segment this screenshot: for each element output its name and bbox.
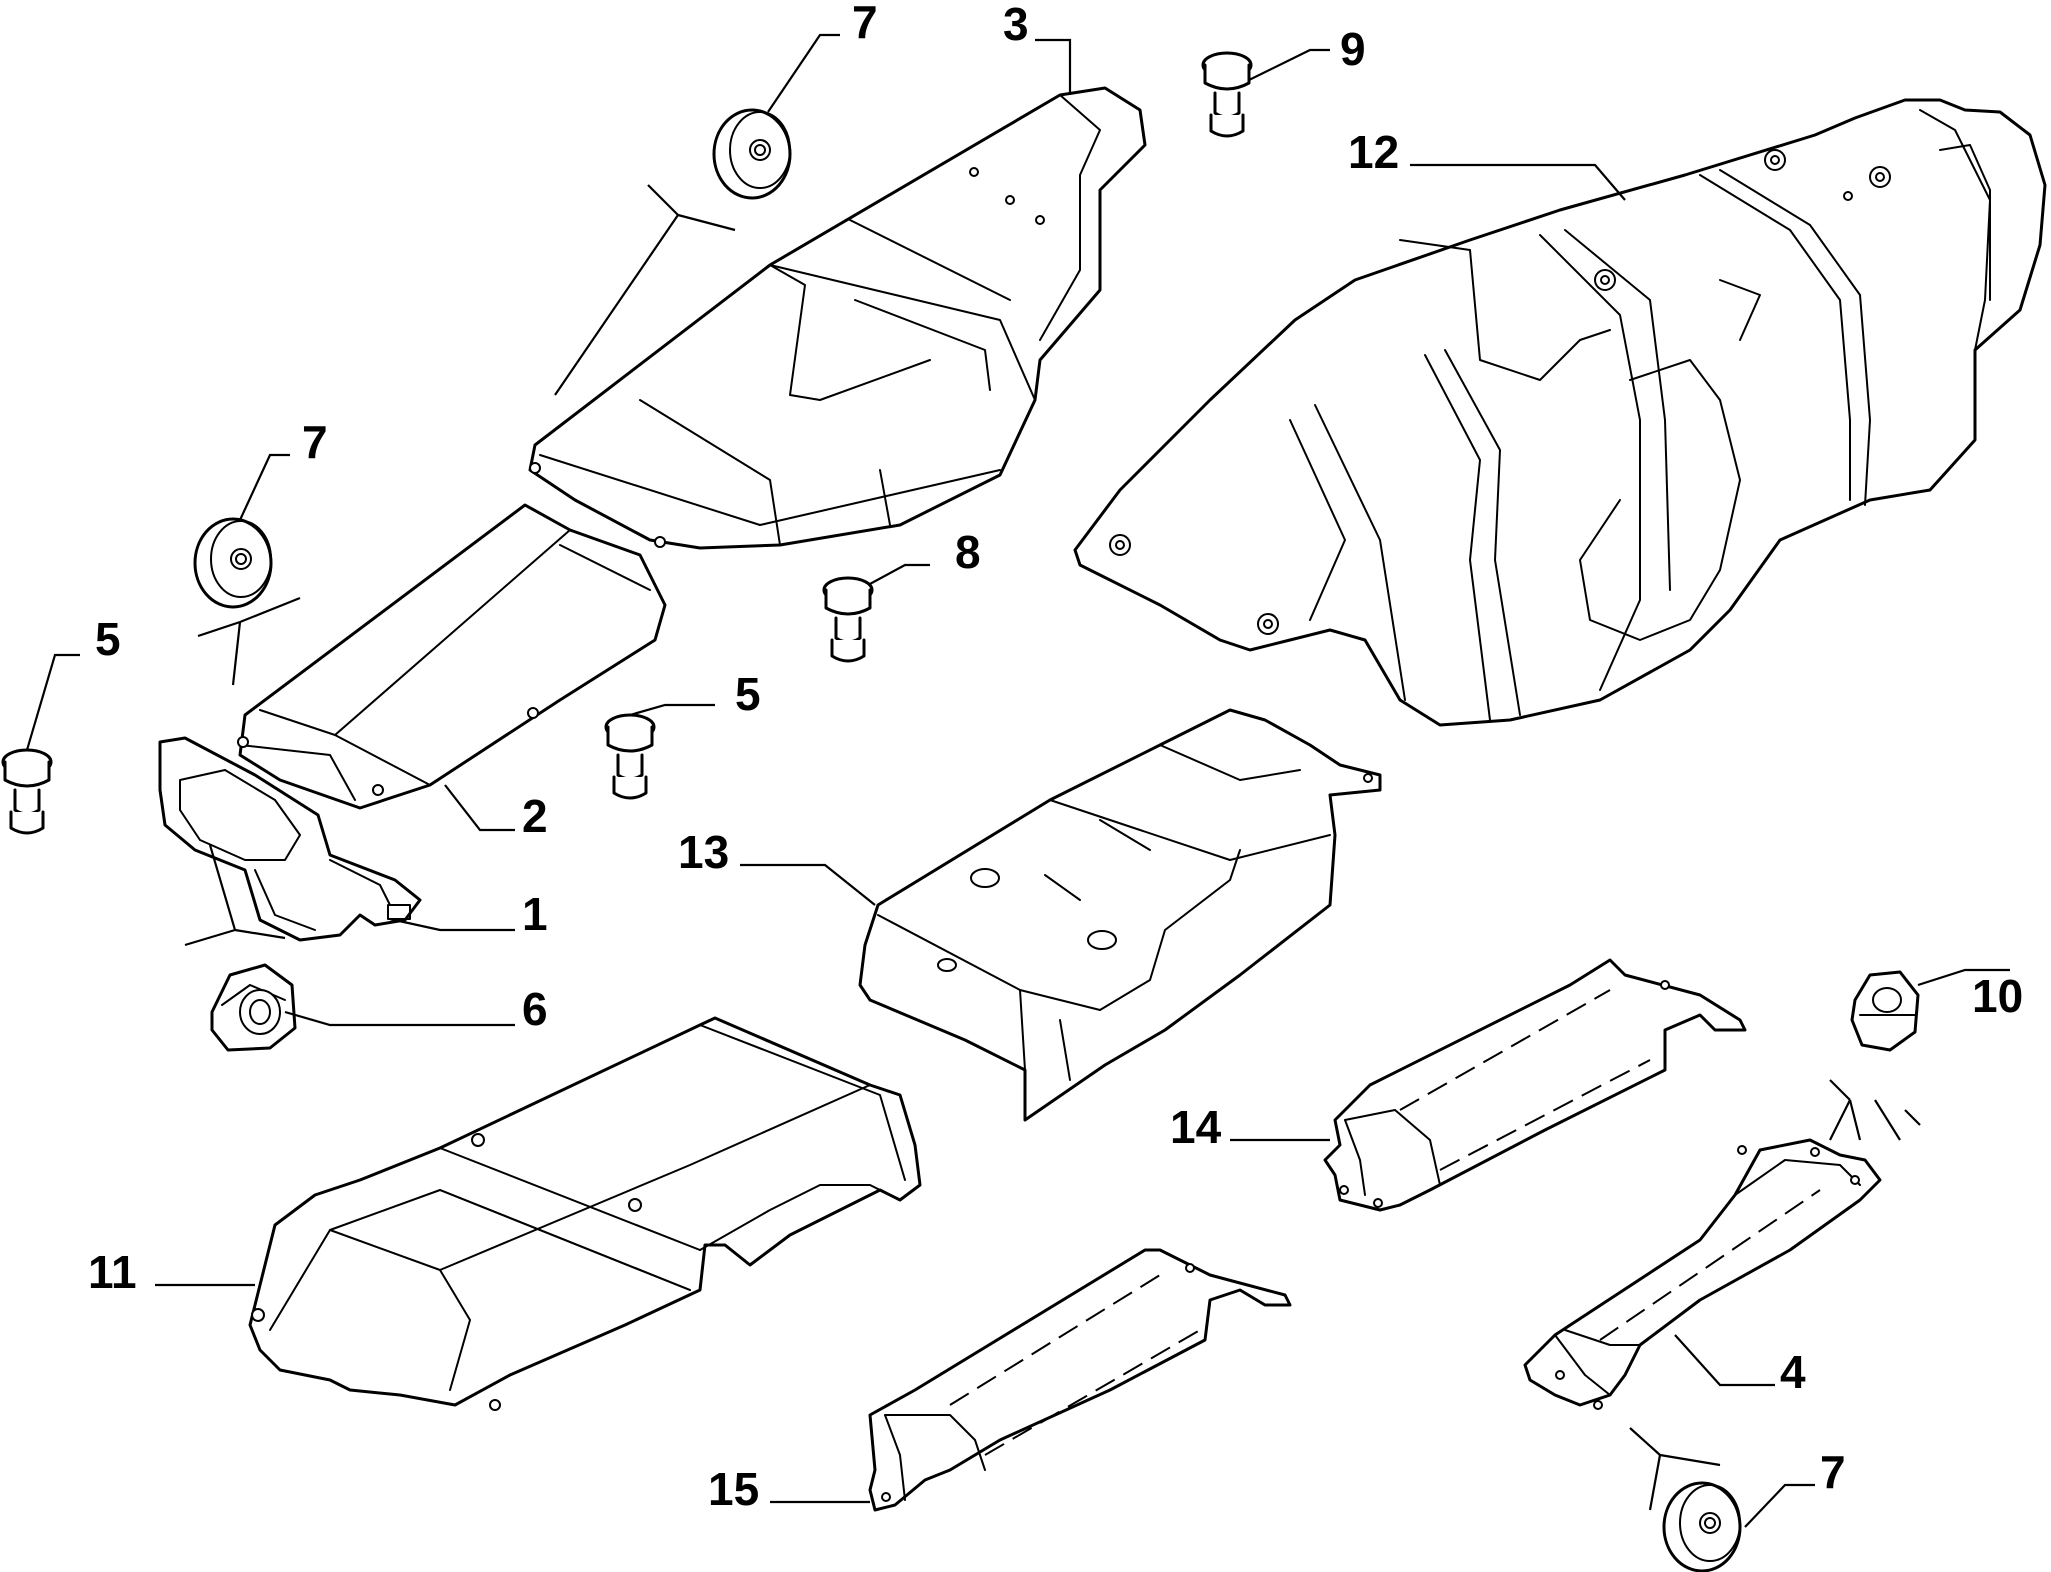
callout-4: 4 — [1780, 1346, 1806, 1398]
part-14-heat-shield — [1323, 958, 1747, 1212]
part-7-rubber-mount-bottom — [1662, 1481, 1742, 1572]
callout-7-left: 7 — [302, 416, 328, 468]
assembly-direction-marks — [184, 184, 1921, 1511]
part-1-gasket-shield — [158, 736, 422, 942]
callout-11: 11 — [88, 1246, 137, 1298]
part-13-heat-shield — [858, 708, 1382, 1122]
callout-15: 15 — [708, 1463, 759, 1515]
part-2-heat-shield — [237, 503, 667, 810]
part-7-rubber-mount-top — [712, 108, 792, 200]
callout-labels: 1 2 3 4 5 5 6 7 7 7 8 9 10 11 12 13 14 1… — [88, 0, 2023, 1515]
part-8-clip — [822, 576, 874, 663]
callout-5-middle: 5 — [735, 668, 761, 720]
callout-10: 10 — [1972, 970, 2023, 1022]
part-10-hex-nut — [1850, 970, 1920, 1052]
part-12-heat-shield — [1073, 98, 2047, 727]
callout-7-top: 7 — [852, 0, 878, 48]
callout-3: 3 — [1003, 0, 1029, 50]
callout-12: 12 — [1348, 126, 1399, 178]
part-5-clip-left — [1, 748, 53, 835]
callout-2: 2 — [522, 790, 548, 842]
part-11-heat-shield — [248, 1016, 922, 1411]
part-5-clip-middle — [604, 713, 656, 800]
callout-7-bottom: 7 — [1820, 1446, 1846, 1498]
callout-5-left: 5 — [95, 613, 121, 665]
part-3-heat-shield — [528, 86, 1147, 550]
part-4-heat-shield — [1523, 1138, 1882, 1410]
callout-6: 6 — [522, 983, 548, 1035]
callout-9: 9 — [1340, 23, 1366, 75]
callout-8: 8 — [955, 526, 981, 578]
part-7-rubber-mount-left — [193, 517, 273, 609]
leader-lines — [25, 33, 2010, 1528]
callout-13: 13 — [678, 826, 729, 878]
part-6-flange-nut — [210, 963, 297, 1052]
part-15-heat-shield — [868, 1248, 1292, 1512]
callout-14: 14 — [1170, 1101, 1222, 1153]
part-9-clip — [1201, 51, 1253, 138]
callout-1: 1 — [522, 888, 548, 940]
